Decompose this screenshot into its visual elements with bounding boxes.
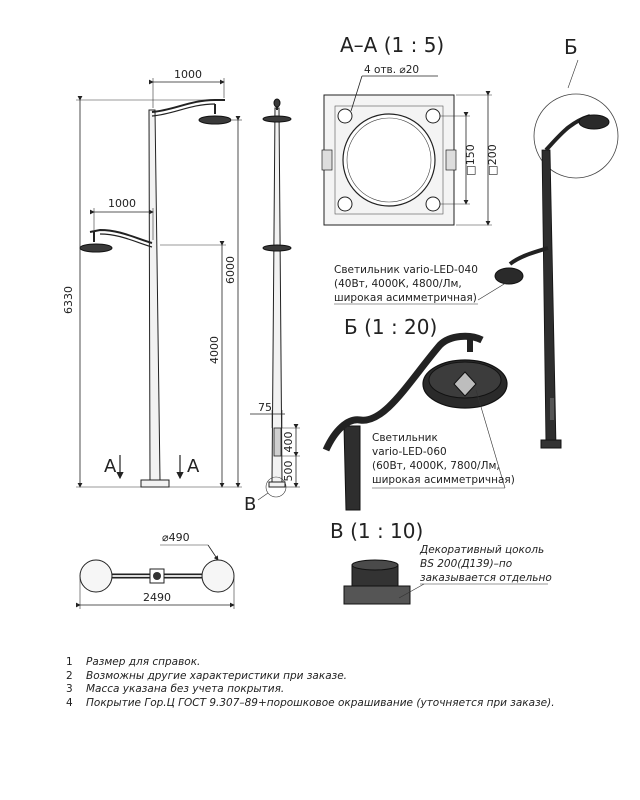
front-lower-lamp [79,243,113,253]
top-view-lamp-right [201,559,235,593]
holes-label: 4 отв. ⌀20 [364,64,419,76]
dim-arm-upper: 1000 [174,68,202,81]
mount-hole-1 [337,108,353,124]
side-pole [271,107,283,483]
detail-v-callout: В [244,494,256,515]
detail-b-line4: широкая асимметричная) [372,474,515,486]
top-view-lamp-left [79,559,113,593]
side-lower-lamp [262,244,292,252]
detail-b: Б (1 : 20) Светильник vario-LED-060 (60В… [322,315,515,511]
detail-b-pole [343,425,361,511]
pole-section [342,113,436,207]
dim-total-height: 6330 [62,286,75,314]
detail-b-circle [533,93,619,179]
front-upper-arm [151,99,225,113]
detail-b-arm [322,332,484,452]
detail-v-line1: Декоративный цоколь [419,544,544,556]
luminaire-lower-line2: (40Вт, 4000К, 4800/Лм, [334,278,462,290]
detail-b-title: Б (1 : 20) [344,315,437,339]
detail-v-cap [351,559,399,571]
detail-v-plinth [343,585,411,605]
dim-outer: □200 [486,144,499,175]
dim-door-height: 400 [282,432,295,453]
detail-v: В (1 : 10) Декоративный цоколь BS 200(Д1… [330,519,552,605]
front-pole [148,109,161,481]
luminaire-lower-line3: широкая асимметричная) [334,292,477,304]
detail-v-line3: заказывается отдельно [420,572,552,584]
section-mark-left: А [104,456,117,477]
dim-side-width: 75 [258,401,272,414]
mount-hole-4 [425,196,441,212]
side-upper-lamp [262,115,292,123]
detail-b-line2: vario-LED-060 [372,446,447,458]
dim-door-base: 500 [282,461,295,482]
section-aa: А–А (1 : 5) 4 отв. ⌀20 □150 □200 [321,33,499,226]
base-plate-inner [334,105,444,215]
top-view: ⌀490 2490 [76,531,235,609]
detail-b-line1: Светильник [372,432,438,444]
perspective-view: Б [477,35,619,449]
side-view: 75 400 500 В [244,98,300,515]
luminaire-lower-line1: Светильник vario-LED-040 [334,264,478,276]
section-mark-right: А [187,456,200,477]
luminaire-lower-label: Светильник vario-LED-040 (40Вт, 4000К, 4… [334,264,478,305]
front-upper-lamp [198,115,232,125]
detail-v-line2: BS 200(Д139)–по [420,558,512,570]
view-b-callout: Б [564,35,578,59]
dim-lamp-diameter: ⌀490 [162,531,190,544]
dim-span: 2490 [143,591,171,604]
dim-arm-lower: 1000 [108,197,136,210]
perspective-lower-lamp [494,267,524,285]
section-aa-title: А–А (1 : 5) [340,33,444,57]
dim-height-lower: 4000 [208,336,221,364]
mount-hole-2 [425,108,441,124]
front-lower-arm [89,228,153,244]
dim-inner: □150 [464,144,477,175]
detail-b-line3: (60Вт, 4000К, 7800/Лм, [372,460,500,472]
dim-height-upper: 6000 [224,256,237,284]
detail-v-title: В (1 : 10) [330,519,423,543]
side-door [273,427,282,457]
perspective-upper-lamp [578,114,610,130]
front-base-plate [140,479,170,488]
front-view: 1000 1000 6330 6000 4000 А А [62,68,242,488]
mount-hole-3 [337,196,353,212]
